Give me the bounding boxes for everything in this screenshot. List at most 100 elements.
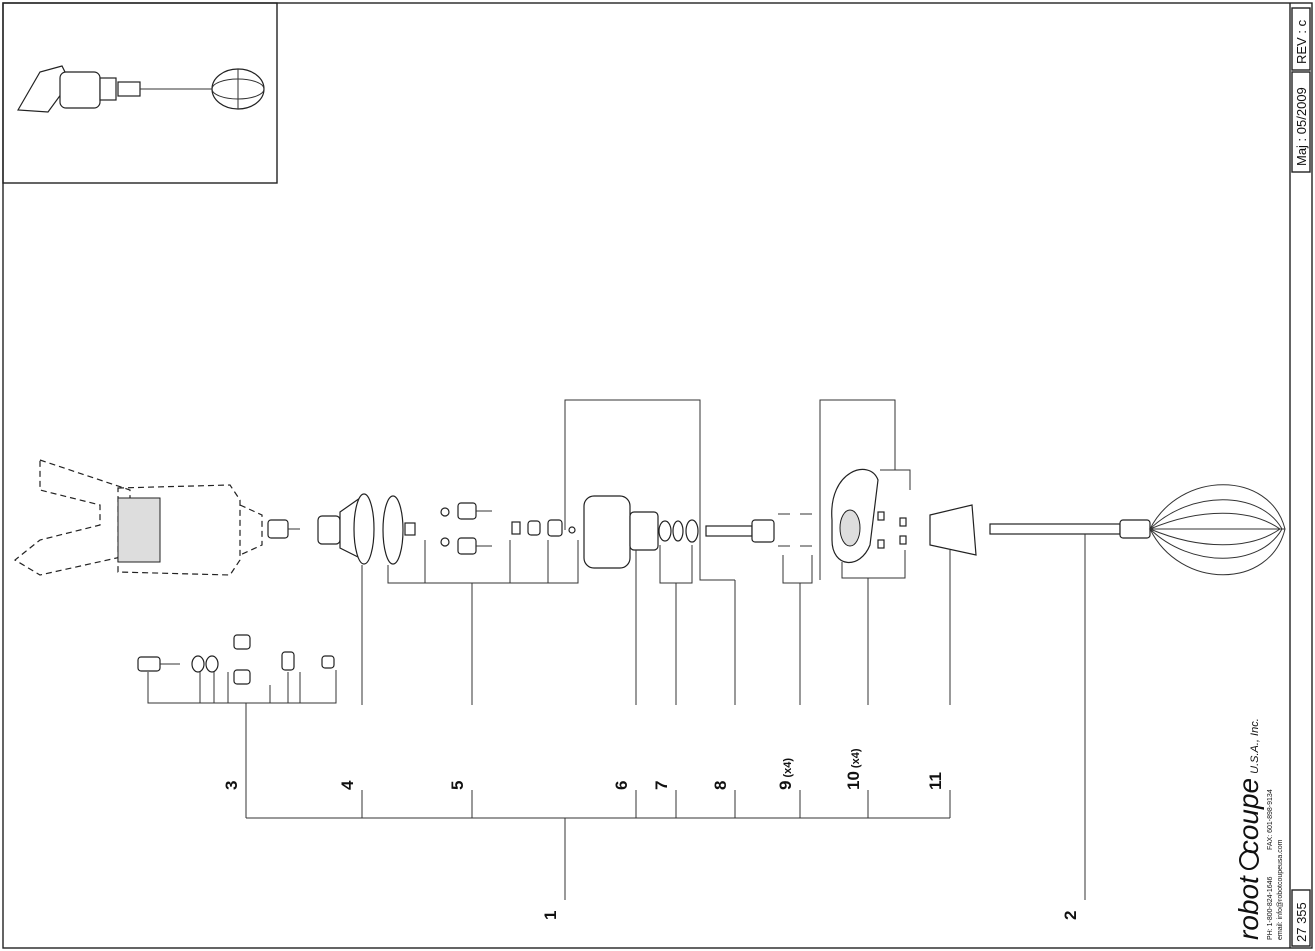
adapter-cone (929, 504, 977, 556)
thumbnail-frame (2, 2, 278, 184)
part-11-whisk-adapter (929, 504, 977, 556)
motor-base (13, 459, 300, 576)
kit-washer (321, 655, 335, 669)
part-7-bearings (658, 519, 699, 543)
thumbnail-gear (117, 81, 141, 97)
brand-name-a: robot (1233, 875, 1264, 940)
washer (568, 526, 576, 534)
part-6-gear-housing (583, 495, 659, 569)
bearing-a (658, 520, 672, 542)
brand-name-b: coupe (1233, 778, 1264, 854)
clamp-bore (839, 509, 861, 547)
callout-5: 5 (448, 781, 467, 790)
housing-hub (629, 511, 659, 551)
brand-fax: FAX: 601-898-9134 (1267, 789, 1274, 850)
brand-suffix: U.S.A., Inc. (1249, 718, 1261, 774)
motor-vent-grid (117, 497, 161, 563)
bracket-6-8 (564, 399, 735, 581)
callout-8: 8 (711, 781, 730, 790)
callout-9: 9 (x4) (776, 758, 795, 790)
planet-gear-1 (457, 502, 477, 520)
callout-5-number: 5 (448, 781, 467, 790)
bearing-3 (547, 519, 563, 537)
bell-neck (317, 515, 341, 545)
motor-nose-outline (239, 504, 263, 556)
bracket-10-top (819, 399, 896, 580)
callout-10-text: 10 (x4) (844, 748, 863, 790)
thumbnail-inset (2, 2, 278, 184)
callout-6-number: 6 (612, 781, 631, 790)
brand-phone: PH: 1-800-824-1646 (1267, 876, 1274, 940)
thumbnail-motor (59, 71, 101, 109)
whisk-ferrule (1119, 519, 1151, 539)
bracket-3 (147, 670, 337, 704)
brand-email: email: info@robotcoupeusa.com (1277, 839, 1284, 940)
motor-handle-outline (13, 459, 131, 576)
ref-box (1291, 889, 1311, 947)
callout-2: 2 (1061, 911, 1080, 920)
kit-coupling (137, 656, 161, 672)
callout-11-number: 11 (926, 772, 945, 790)
spacer (511, 521, 521, 535)
kit-bearing-3 (281, 651, 295, 671)
ref-number: 27 355 (1294, 902, 1309, 942)
pin-2 (440, 537, 450, 547)
callout-10-number: 10 (844, 771, 863, 790)
bearing-b (672, 520, 684, 542)
brand-logo-icon (1239, 850, 1259, 870)
part-4-bell-housing (317, 493, 375, 565)
shaft-body (705, 525, 753, 537)
callout-7-number: 7 (652, 781, 671, 790)
brand-block: robot coupe U.S.A., Inc. PH: 1-800-824-164… (1233, 718, 1284, 940)
title-strip: REV : c Maj : 05/2009 27 355 (1291, 7, 1311, 947)
rev-box (1291, 7, 1311, 71)
bracket-5 (387, 540, 579, 584)
callout-4-number: 4 (338, 780, 357, 790)
date-box (1291, 71, 1311, 173)
callout-10-qty: (x4) (850, 748, 862, 768)
kit-gear-1 (233, 634, 251, 650)
part-10-clamp (831, 469, 907, 563)
bracket-7 (659, 545, 693, 584)
callout-4: 4 (338, 780, 357, 790)
part-9-screws (778, 513, 812, 547)
callout-9-text: 9 (x4) (776, 758, 795, 790)
thumbnail-bell (99, 77, 117, 101)
callout-3-number: 3 (222, 781, 241, 790)
bracket-10-pins (880, 469, 911, 490)
callout-7: 7 (652, 781, 671, 790)
motor-coupling (267, 519, 289, 539)
bracket-10 (841, 550, 906, 579)
clamp-pin-2 (877, 539, 885, 549)
bracket-9 (782, 555, 813, 584)
callout-9-number: 9 (776, 781, 795, 790)
callout-10: 10 (x4) (844, 748, 863, 790)
part-2-whisk (989, 484, 1286, 576)
kit-gear-2 (233, 669, 251, 685)
bearing-c (685, 519, 699, 543)
callout-8-number: 8 (711, 781, 730, 790)
callout-1-number: 1 (541, 911, 560, 920)
callout-labels: 1 2 3 4 5 6 7 8 9 (x4) 10 (x4) 11 (222, 748, 1080, 920)
rev-label: REV : c (1294, 19, 1309, 64)
callout-11: 11 (926, 772, 945, 790)
part-3-spare-kit (137, 634, 335, 685)
callout-3: 3 (222, 781, 241, 790)
callout-9-qty: (x4) (782, 758, 794, 778)
callout-2-number: 2 (1061, 911, 1080, 920)
motor-body-outline (117, 484, 241, 576)
whisk-wire-outer (1149, 484, 1286, 576)
clamp-pin-3 (899, 517, 907, 527)
callout-6: 6 (612, 781, 631, 790)
leader-lines (147, 399, 1086, 900)
kit-bearing-1 (191, 655, 205, 673)
bearing-1 (404, 522, 416, 536)
o-ring (382, 495, 404, 565)
brand-logo-text: robot coupe U.S.A., Inc. (1233, 718, 1264, 940)
whisk-rod (989, 523, 1121, 535)
part-8-drive-shaft (705, 519, 775, 543)
date-label: Maj : 05/2009 (1294, 87, 1309, 166)
planet-gear-2 (457, 537, 477, 555)
